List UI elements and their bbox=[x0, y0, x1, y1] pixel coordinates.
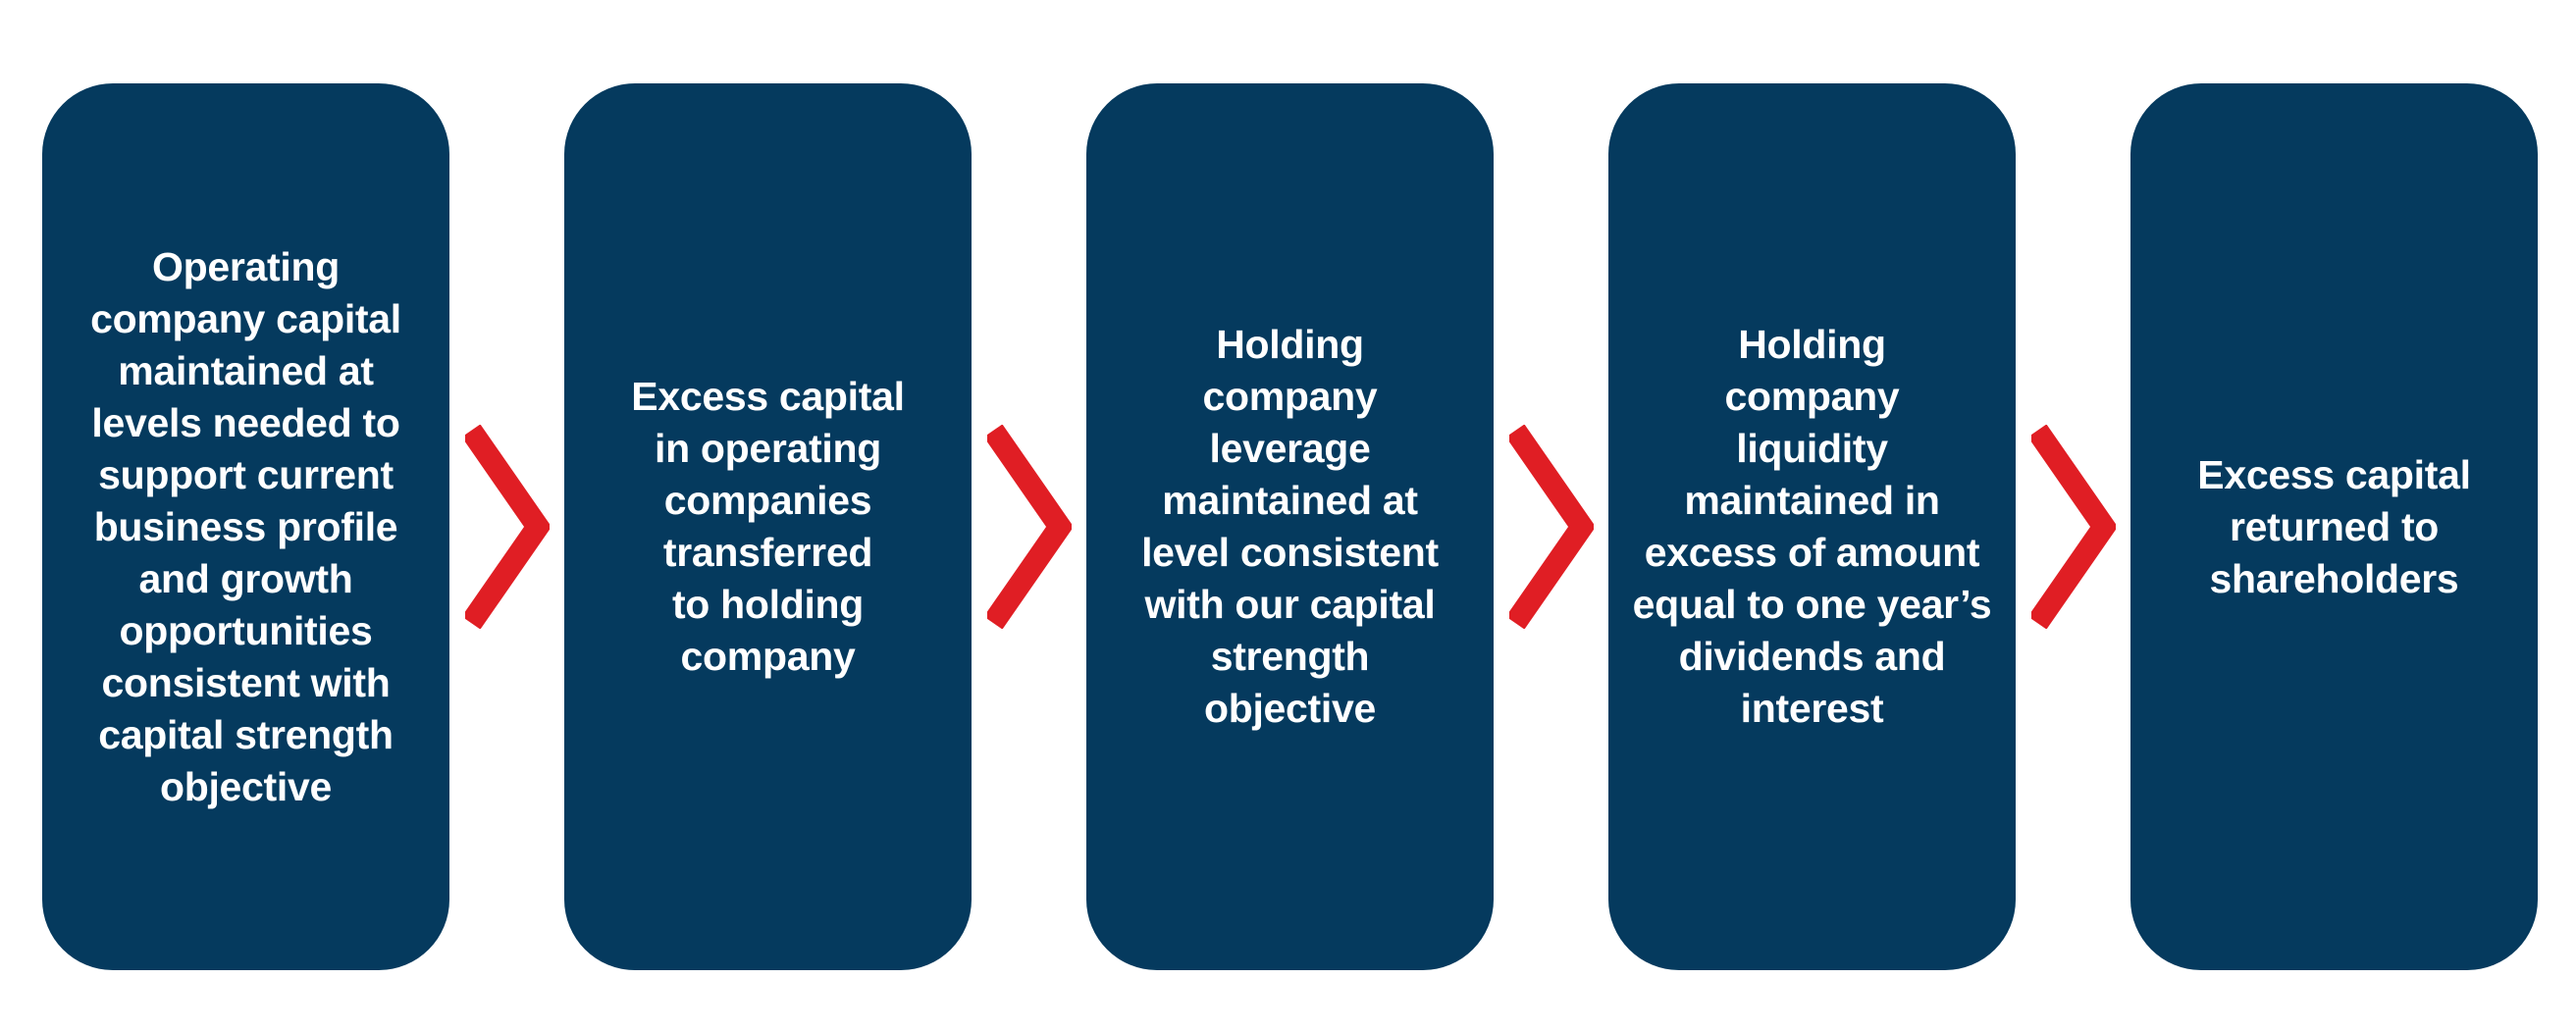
step-connector bbox=[1494, 83, 1608, 970]
process-step-5: Excess capital returned to shareholders bbox=[2130, 83, 2538, 970]
process-step-2: Excess capital in operating companies tr… bbox=[564, 83, 972, 970]
process-step-1: Operating company capital maintained at … bbox=[42, 83, 449, 970]
step-connector bbox=[2016, 83, 2130, 970]
step-text: Excess capital in operating companies tr… bbox=[631, 374, 905, 679]
capital-flow-diagram: Operating company capital maintained at … bbox=[42, 83, 2538, 970]
process-step-4: Holding company liquidity maintained in … bbox=[1608, 83, 2016, 970]
chevron-right-icon bbox=[464, 425, 550, 629]
process-step-3: Holding company leverage maintained at l… bbox=[1086, 83, 1494, 970]
chevron-right-icon bbox=[2030, 425, 2116, 629]
step-connector bbox=[449, 83, 564, 970]
step-text: Holding company liquidity maintained in … bbox=[1632, 322, 1992, 731]
chevron-right-icon bbox=[1508, 425, 1594, 629]
chevron-right-icon bbox=[986, 425, 1072, 629]
step-text: Holding company leverage maintained at l… bbox=[1141, 322, 1439, 731]
step-text: Excess capital returned to shareholders bbox=[2197, 451, 2471, 601]
step-connector bbox=[972, 83, 1086, 970]
step-text: Operating company capital maintained at … bbox=[90, 243, 401, 809]
